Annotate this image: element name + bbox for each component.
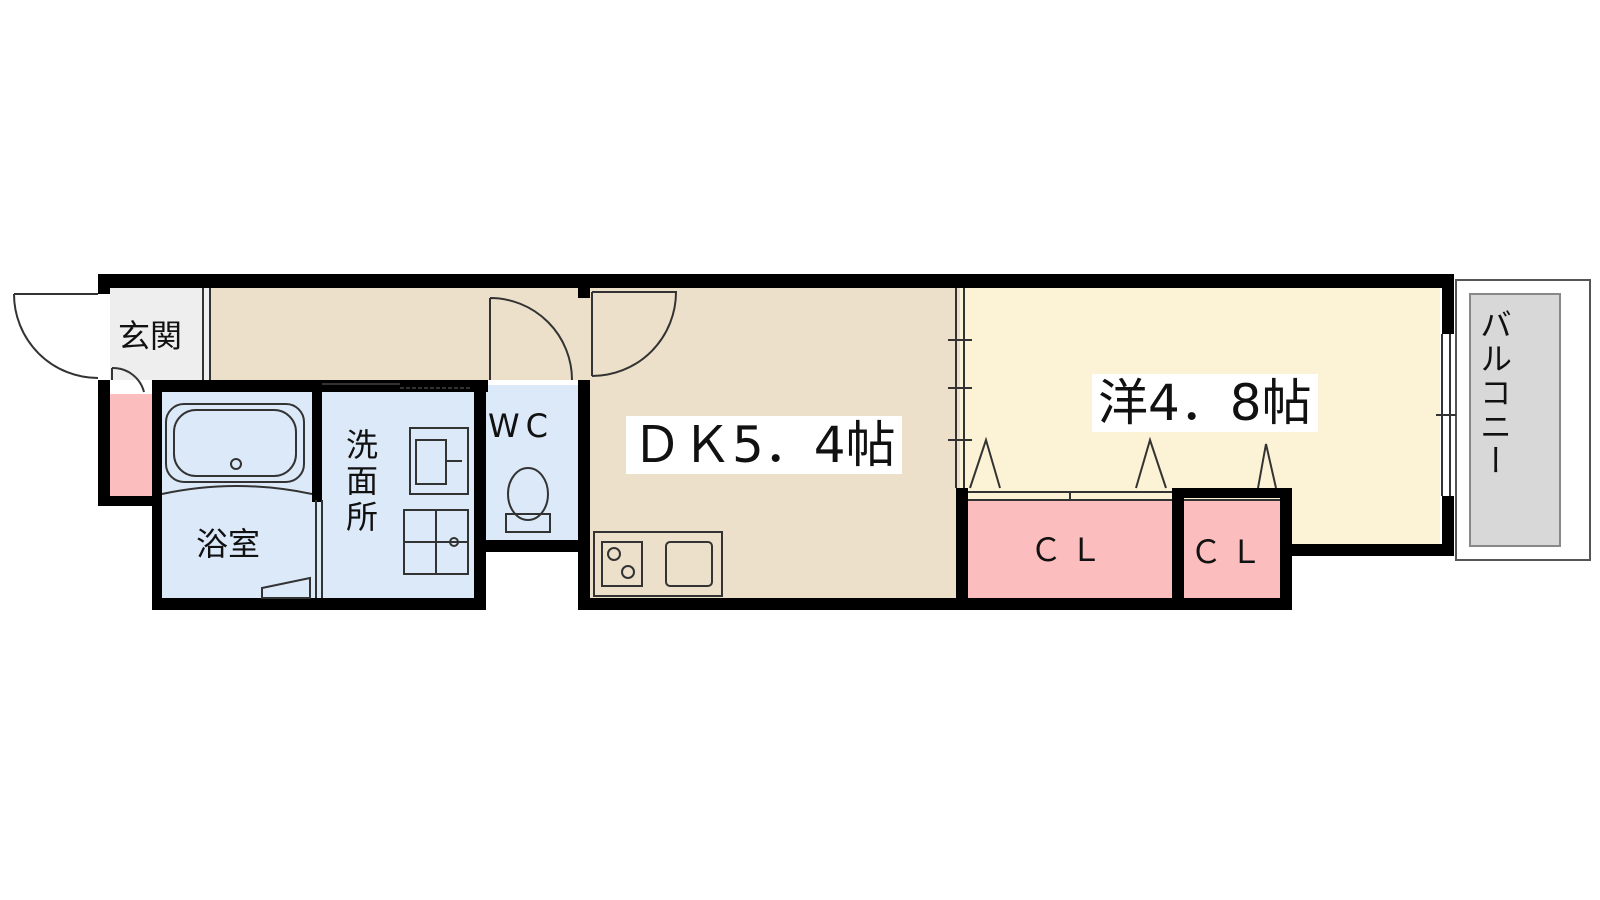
bathtub-drain: [230, 458, 242, 470]
fixtures: [161, 403, 723, 597]
wall-left-lower: [98, 380, 110, 504]
closet-2-door: [1257, 443, 1277, 489]
closet-2-floor: [1184, 500, 1280, 598]
bath-floor: [160, 390, 322, 600]
closet-1-door-left: [969, 436, 1001, 489]
front-door-swing: [13, 293, 99, 379]
stove: [601, 541, 643, 587]
kitchen-sink: [665, 541, 713, 587]
wall-closets-bottom: [956, 598, 1290, 610]
label-washroom: 洗面所: [341, 428, 379, 536]
wall-left-entrance: [98, 274, 110, 294]
wall-right-top: [1442, 274, 1454, 334]
label-wc: WC: [488, 407, 554, 445]
washing-machine-drain: [449, 537, 459, 547]
wall-closet-divider: [1172, 488, 1184, 610]
hallway-floor: [210, 288, 590, 380]
washbasin-bowl: [415, 439, 447, 485]
wall-right-bottom: [1442, 496, 1454, 556]
toilet-tank: [505, 513, 551, 533]
burner-2: [621, 565, 635, 579]
walls: [98, 274, 1454, 610]
closet-1-door-right: [1135, 436, 1167, 489]
wall-washroom-right: [474, 380, 486, 608]
label-balcony: バルコニー: [1475, 308, 1513, 478]
bathtub-inner: [173, 409, 297, 477]
shoe-closet: [108, 394, 152, 498]
partitions: [202, 288, 1456, 598]
wall-wc-right: [578, 380, 590, 610]
wall-room-bottom: [1280, 544, 1454, 556]
wc-door-swing: [489, 297, 573, 381]
wall-wc-bottom: [474, 540, 590, 552]
wall-top: [98, 274, 1454, 288]
closet-1-floor: [968, 500, 1174, 598]
dk-door-swing: [591, 291, 678, 377]
label-closet-1: ＣＬ: [1030, 531, 1111, 569]
label-entrance: 玄関: [118, 317, 183, 355]
bathtub: [165, 403, 305, 483]
label-bath: 浴室: [196, 525, 261, 563]
entrance-floor: [110, 288, 210, 380]
wall-bath-right: [312, 390, 322, 502]
label-dk: ＤＫ5．4帖: [626, 416, 902, 474]
washbasin: [409, 427, 469, 495]
toilet-bowl: [507, 467, 549, 521]
wall-hall-right: [578, 288, 590, 298]
wall-closet2-top: [1172, 488, 1290, 498]
wall-entrance-bottom: [98, 496, 162, 506]
label-closet-2: ＣＬ: [1190, 533, 1271, 571]
wall-dk-right-bottom: [956, 488, 968, 610]
wall-wet-bottom: [152, 598, 486, 610]
inner-entrance-door: [111, 366, 145, 393]
doors: [13, 291, 1277, 599]
kitchen-counter: [593, 531, 723, 597]
label-western-room: 洋4．8帖: [1092, 374, 1318, 432]
wall-dk-bottom: [578, 598, 970, 610]
burner-1: [607, 547, 621, 561]
balcony-inner: [1469, 293, 1561, 547]
bath-door-wedge: [261, 576, 311, 599]
bath-edge: [161, 485, 313, 495]
